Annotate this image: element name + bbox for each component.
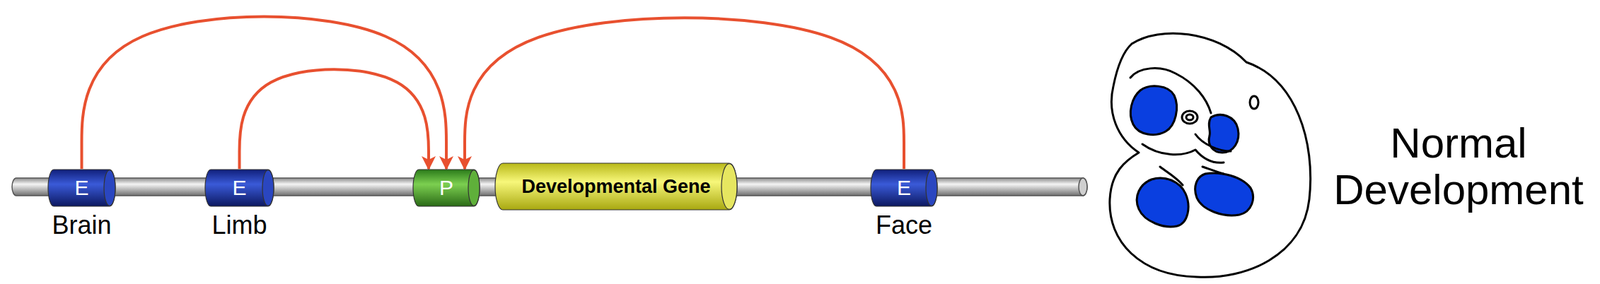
status-label: Normal Development	[1322, 120, 1595, 214]
region-label: Brain	[51, 210, 112, 241]
node-text-holder: E	[48, 169, 116, 207]
region-label: Face	[875, 210, 933, 241]
promoter-cylinder: P	[413, 169, 480, 207]
region-label: Limb	[211, 210, 267, 241]
enhancer-cylinder: ELimb	[205, 169, 274, 207]
enhancer-cylinder: EFace	[870, 169, 938, 207]
embryo-illustration	[1109, 33, 1311, 278]
node-label: E	[896, 176, 912, 201]
node-text-holder: E	[205, 169, 274, 207]
gene-cylinder: Developmental Gene	[495, 163, 738, 211]
node-text-holder: E	[870, 169, 938, 207]
node-text-holder: Developmental Gene	[495, 163, 738, 211]
regulation-arrow	[239, 69, 430, 170]
regulation-arrow	[464, 17, 904, 170]
regulation-arrow	[82, 16, 448, 170]
node-label: E	[74, 176, 89, 201]
node-label: P	[439, 176, 454, 201]
node-text-holder: P	[413, 169, 480, 207]
enhancer-cylinder: EBrain	[48, 169, 116, 207]
node-label: Developmental Gene	[521, 176, 711, 199]
node-label: E	[232, 176, 247, 201]
